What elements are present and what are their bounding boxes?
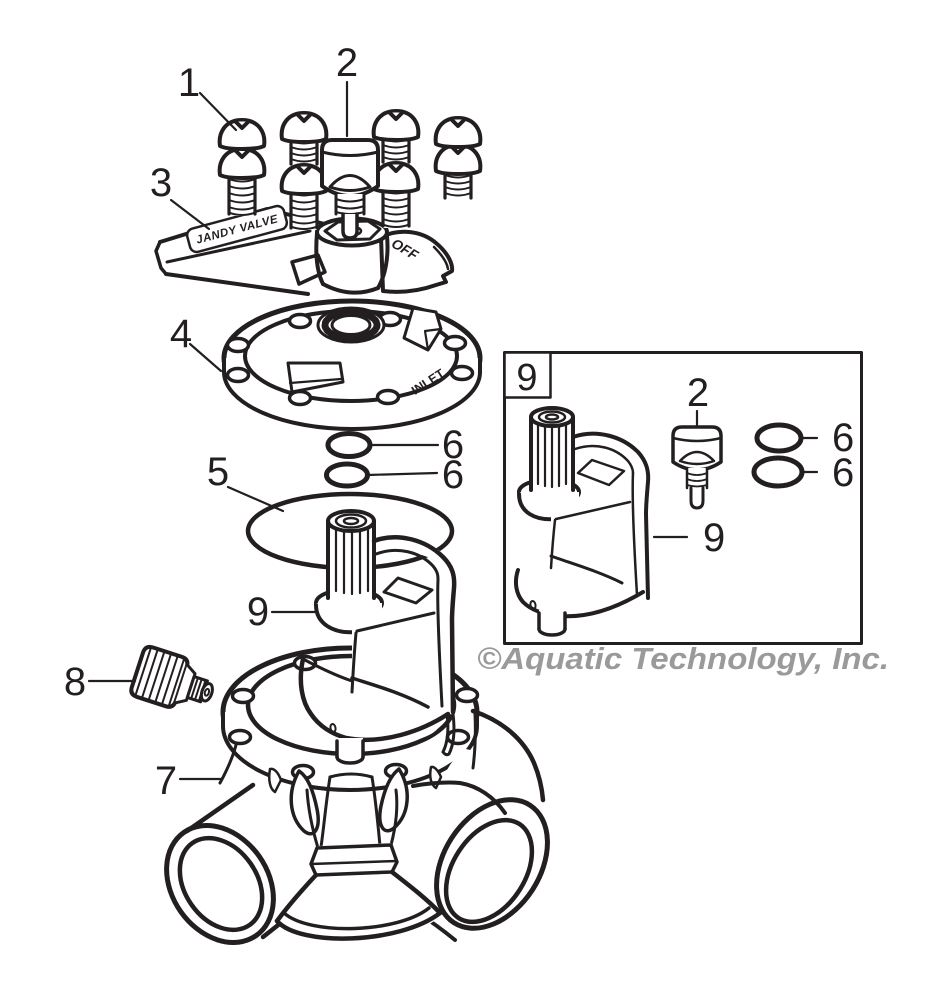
thumb-screw: [320, 138, 380, 240]
leader-line: [188, 342, 223, 373]
o-ring: [325, 431, 373, 459]
cover-knurled-boss: [316, 306, 386, 344]
callout-part7: 7: [155, 759, 177, 803]
valve-cover: INLET: [221, 298, 483, 431]
inset-o-ring: [751, 455, 805, 489]
leader-line: [198, 91, 238, 132]
inset-corner-label: 9: [516, 357, 537, 399]
leader-line: [169, 198, 211, 231]
bleed-screw: [129, 644, 214, 709]
watermark: ©Aquatic Technology, Inc.: [477, 641, 889, 676]
inset-diverter: [513, 406, 651, 637]
inset-thumb-screw: [671, 425, 723, 510]
inset-corner-box: [503, 351, 552, 399]
inset-panel: 9: [503, 351, 863, 645]
callout-part4: 4: [170, 312, 192, 356]
diverter-assembly: [298, 509, 457, 765]
callout-part6: 6: [442, 453, 464, 497]
inset-callout-o-ring: 6: [832, 416, 854, 460]
callout-part3: 3: [150, 161, 172, 205]
inset-o-ring: [754, 422, 804, 454]
body-interior: [289, 767, 409, 850]
o-rings: [324, 431, 373, 489]
o-ring: [324, 461, 370, 489]
right-port: [411, 708, 550, 942]
bottom-port: [274, 843, 443, 941]
callout-part6: 6: [442, 423, 464, 467]
callout-part8: 8: [64, 660, 86, 704]
callout-part5: 5: [207, 450, 229, 494]
inset-border: [503, 351, 863, 645]
inset-callout-o-ring: 6: [832, 451, 854, 495]
leader-line: [365, 471, 439, 477]
leader-line: [226, 485, 285, 513]
callout-part9: 9: [247, 590, 269, 634]
alignment-tab: [267, 767, 283, 794]
callout-part1: 1: [178, 61, 200, 105]
handle-pointer-fan: OFF: [379, 229, 455, 294]
callouts: 1 2 3 4 6 6 5 9 8 7: [64, 41, 464, 803]
callout-part2: 2: [336, 41, 358, 85]
inset-callout-thumb-screw: 2: [687, 371, 709, 415]
diverter-window: [382, 576, 434, 605]
inset-callout-diverter: 9: [703, 516, 725, 560]
